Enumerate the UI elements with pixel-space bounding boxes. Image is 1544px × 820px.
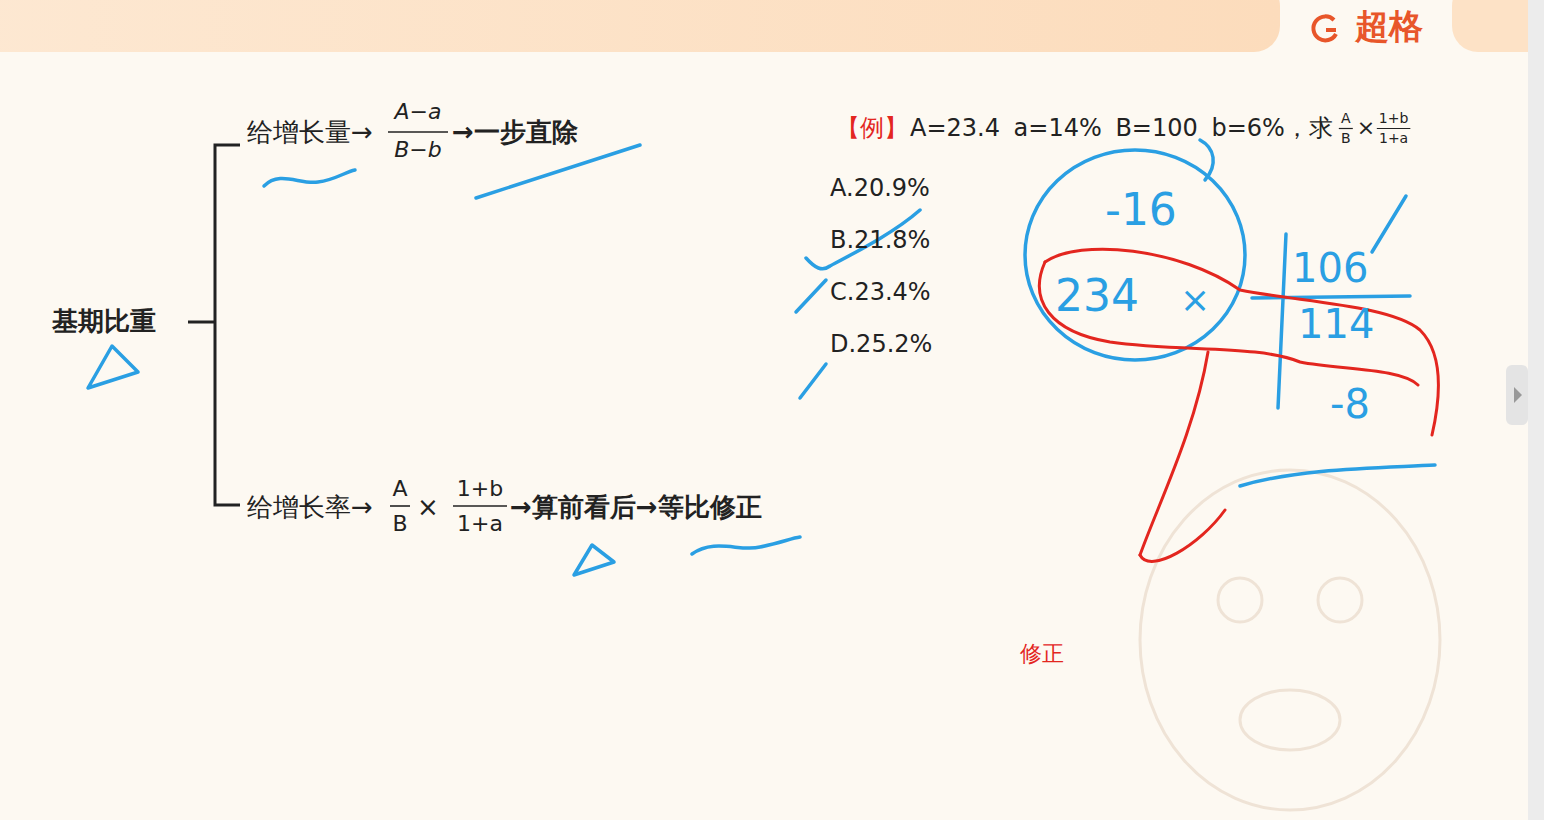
times-sign: ×: [417, 494, 439, 520]
times-sign: ×: [1357, 117, 1375, 139]
root-topic: 基期比重: [52, 308, 156, 334]
fraction-numerator: A: [1341, 111, 1351, 125]
fraction-numerator: A−a: [395, 101, 442, 123]
answer-option: B.21.8%: [830, 228, 930, 252]
side-tab: [1506, 365, 1528, 425]
branch-label: 给增长量→: [247, 119, 373, 145]
handwritten-number: -8: [1330, 384, 1370, 424]
handwritten-number: 106: [1292, 248, 1368, 288]
logo-icon: [1313, 16, 1336, 40]
side-arrow: [1514, 387, 1522, 403]
branch-method: →一步直除: [452, 119, 578, 145]
top-band: [0, 0, 1280, 52]
handwritten-number: 234: [1055, 274, 1139, 318]
answer-option: A.20.9%: [830, 176, 930, 200]
fraction-denominator: B−b: [394, 139, 442, 161]
handwritten-note: 修正: [1020, 643, 1064, 665]
fraction-denominator: 1+a: [457, 513, 503, 535]
fraction-denominator: B: [392, 513, 407, 535]
example-tag: 【例】: [836, 116, 908, 140]
fraction-numerator: A: [392, 478, 407, 500]
blue-annotations: [88, 140, 1435, 575]
bracket: [188, 145, 240, 505]
fraction-denominator: 1+a: [1379, 131, 1408, 145]
fraction-numerator: 1+b: [1379, 111, 1409, 125]
fraction-bar: [1339, 128, 1353, 129]
handwritten-number: 114: [1298, 304, 1374, 344]
fraction-bars: [388, 132, 507, 506]
branch-method: →算前看后→等比修正: [510, 494, 762, 520]
handwritten-number: -16: [1105, 188, 1177, 232]
red-annotations: [1039, 249, 1438, 561]
logo-text: 超格: [1355, 9, 1423, 43]
branch-label: 给增长率→: [247, 494, 373, 520]
fraction-numerator: 1+b: [457, 478, 503, 500]
fraction-bar: [1377, 128, 1411, 129]
answer-option: C.23.4%: [830, 280, 931, 304]
watermark: [1140, 470, 1440, 810]
handwritten-sign: ×: [1180, 282, 1210, 318]
fraction-denominator: B: [1341, 131, 1351, 145]
answer-option: D.25.2%: [830, 332, 932, 356]
example-text: A=23.4 a=14% B=100 b=6%，求: [910, 116, 1333, 140]
side-strip: [1528, 0, 1544, 820]
